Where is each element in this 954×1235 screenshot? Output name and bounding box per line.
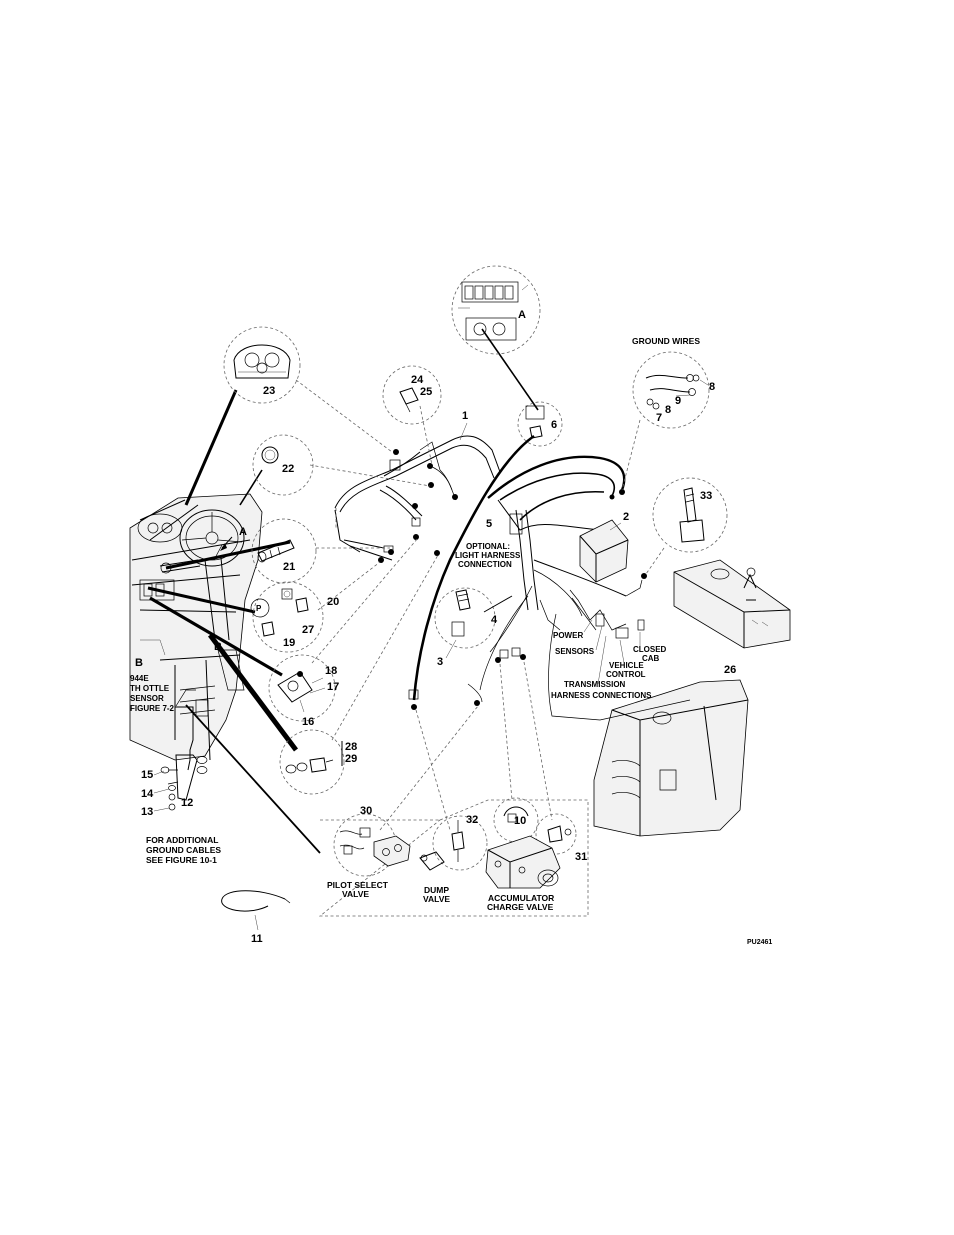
throttle-note-line-1: 944E	[130, 674, 149, 683]
callout-30: 30	[360, 805, 372, 817]
callout-1: 1	[462, 410, 468, 422]
detail-circle-ignition-switch	[268, 654, 336, 722]
ground-cables-note: FOR ADDITIONAL GROUND CABLES SEE FIGURE …	[146, 835, 221, 865]
callout-17: 17	[327, 681, 339, 693]
dashed-leaders	[295, 379, 665, 831]
label-sensors: SENSORS	[555, 647, 595, 656]
figure-code: PU2461	[747, 939, 772, 946]
callout-6: 6	[551, 419, 557, 431]
throttle-note-line-4: FIGURE 7-2	[130, 704, 175, 713]
label-closed-cab-2: CAB	[642, 654, 660, 663]
callout-16: 16	[302, 716, 314, 728]
throttle-note-line-2: TH OTTLE	[130, 684, 170, 693]
callout-20: 20	[327, 596, 339, 608]
label-closed-cab-1: CLOSED	[633, 645, 667, 654]
callout-27: 27	[302, 624, 314, 636]
callout-11: 11	[251, 933, 263, 945]
dump-line-2: VALVE	[423, 894, 450, 904]
detail-circle-pressure-sensor	[279, 729, 345, 795]
accumulator-line-1: ACCUMULATOR	[488, 893, 554, 903]
detail-circle-light-harness-connector	[434, 587, 513, 649]
callout-12: 12	[181, 797, 193, 809]
callout-24: 24	[411, 374, 424, 386]
accumulator-line-2: CHARGE VALVE	[487, 902, 554, 912]
ground-wires-title: GROUND WIRES	[632, 336, 700, 346]
callout-9: 9	[675, 395, 681, 407]
detail-circle-indicator-button	[252, 434, 314, 496]
accumulator-charge-valve	[485, 797, 577, 889]
callout-18: 18	[325, 665, 337, 677]
detail-letter-b-left: B	[135, 657, 143, 669]
ground-cables-line-2: GROUND CABLES	[146, 845, 221, 855]
pilot-select-line-1: PILOT SELECT	[327, 880, 389, 890]
callout-21: 21	[283, 561, 295, 573]
instrument-side-panel	[593, 679, 749, 837]
callout-8a: 8	[709, 381, 715, 393]
detail-circle-pilot-select-valve	[333, 813, 411, 877]
throttle-note-line-3: SENSOR	[130, 694, 164, 703]
label-harness-connections: HARNESS CONNECTIONS	[551, 691, 652, 700]
callout-7: 7	[656, 412, 662, 424]
callout-15: 15	[141, 769, 153, 781]
callout-22: 22	[282, 463, 294, 475]
callout-26: 26	[724, 664, 736, 676]
main-wiring-harness	[334, 434, 691, 721]
callout-32: 32	[466, 814, 478, 826]
callout-28: 28	[345, 741, 357, 753]
callout-13: 13	[141, 806, 153, 818]
thick-leaders	[147, 328, 539, 854]
callout-3: 3	[437, 656, 443, 668]
harness-connection-labels: POWER SENSORS CLOSED CAB VEHICLE CONTROL…	[551, 619, 667, 700]
detail-circle-column-switch	[251, 518, 317, 584]
detail-letter-a-top: A	[518, 309, 526, 321]
callout-23: 23	[263, 385, 275, 397]
optional-line-3: CONNECTION	[458, 560, 512, 569]
ground-cables-line-1: FOR ADDITIONAL	[146, 835, 218, 845]
ground-bracket-assembly	[160, 754, 208, 811]
optional-line-1: OPTIONAL:	[466, 542, 510, 551]
detail-circle-relay	[382, 365, 442, 425]
optional-light-harness-note: OPTIONAL: LIGHT HARNESS CONNECTION	[455, 542, 521, 569]
callout-4: 4	[491, 614, 498, 626]
label-power: POWER	[553, 631, 583, 640]
callout-29: 29	[345, 753, 357, 765]
joystick-console	[673, 559, 791, 649]
detail-circle-instrument-cluster	[223, 326, 301, 404]
ground-wire-loop	[221, 890, 291, 931]
detail-circle-ground-wires	[632, 351, 710, 429]
callout-31: 31	[575, 851, 587, 863]
detail-circle-rocker-switches: P	[250, 581, 324, 653]
detail-circle-switch-panel-a	[451, 265, 541, 355]
callout-8b: 8	[665, 404, 671, 416]
callout-19: 19	[283, 637, 295, 649]
throttle-sensor-note: 944E TH OTTLE SENSOR FIGURE 7-2	[130, 674, 175, 713]
label-transmission: TRANSMISSION	[564, 680, 626, 689]
callout-25: 25	[420, 386, 432, 398]
callout-2: 2	[623, 511, 629, 523]
detail-letter-a-dash: A	[239, 526, 247, 538]
callout-33: 33	[700, 490, 712, 502]
svg-text:P: P	[256, 604, 262, 613]
callout-14: 14	[141, 788, 154, 800]
callout-5: 5	[486, 518, 492, 530]
detail-letter-b-dash: B	[214, 641, 222, 653]
pilot-select-line-2: VALVE	[342, 889, 369, 899]
label-vehicle-control-1: VEHICLE	[609, 661, 644, 670]
detail-circle-connector	[517, 401, 563, 447]
callout-10: 10	[514, 815, 526, 827]
detail-circle-joystick	[652, 477, 728, 553]
detail-circle-dump-valve	[419, 815, 488, 871]
label-vehicle-control-2: CONTROL	[606, 670, 646, 679]
ground-cables-line-3: SEE FIGURE 10-1	[146, 855, 217, 865]
dump-line-1: DUMP	[424, 885, 449, 895]
optional-line-2: LIGHT HARNESS	[455, 551, 521, 560]
